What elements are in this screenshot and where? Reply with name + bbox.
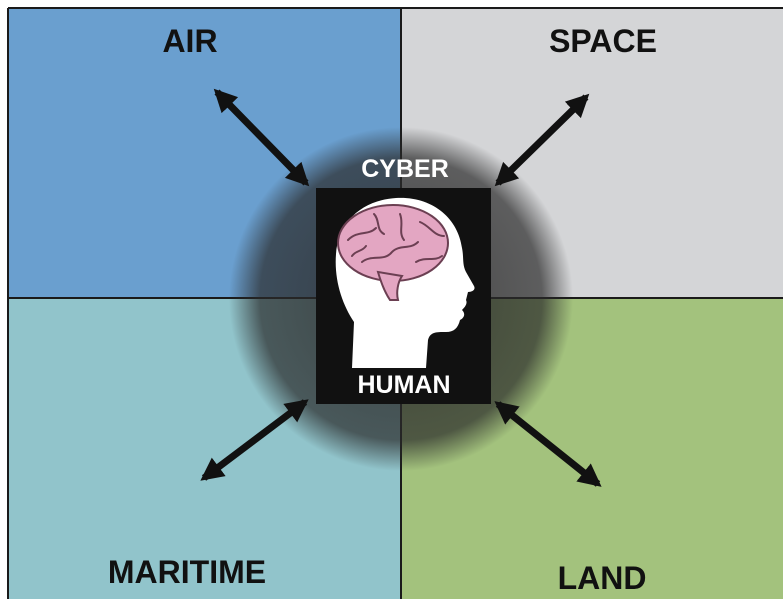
maritime-label: MARITIME bbox=[108, 554, 266, 590]
arrow-air bbox=[213, 88, 310, 187]
air-label: AIR bbox=[162, 23, 217, 59]
arrow-land bbox=[494, 401, 602, 487]
brain-icon bbox=[337, 204, 449, 301]
human-label: HUMAN bbox=[357, 371, 450, 399]
land-label: LAND bbox=[558, 560, 647, 596]
arrow-maritime bbox=[200, 399, 309, 481]
arrow-space bbox=[494, 93, 590, 187]
space-label: SPACE bbox=[549, 23, 657, 59]
cyber-label: CYBER bbox=[361, 155, 449, 183]
